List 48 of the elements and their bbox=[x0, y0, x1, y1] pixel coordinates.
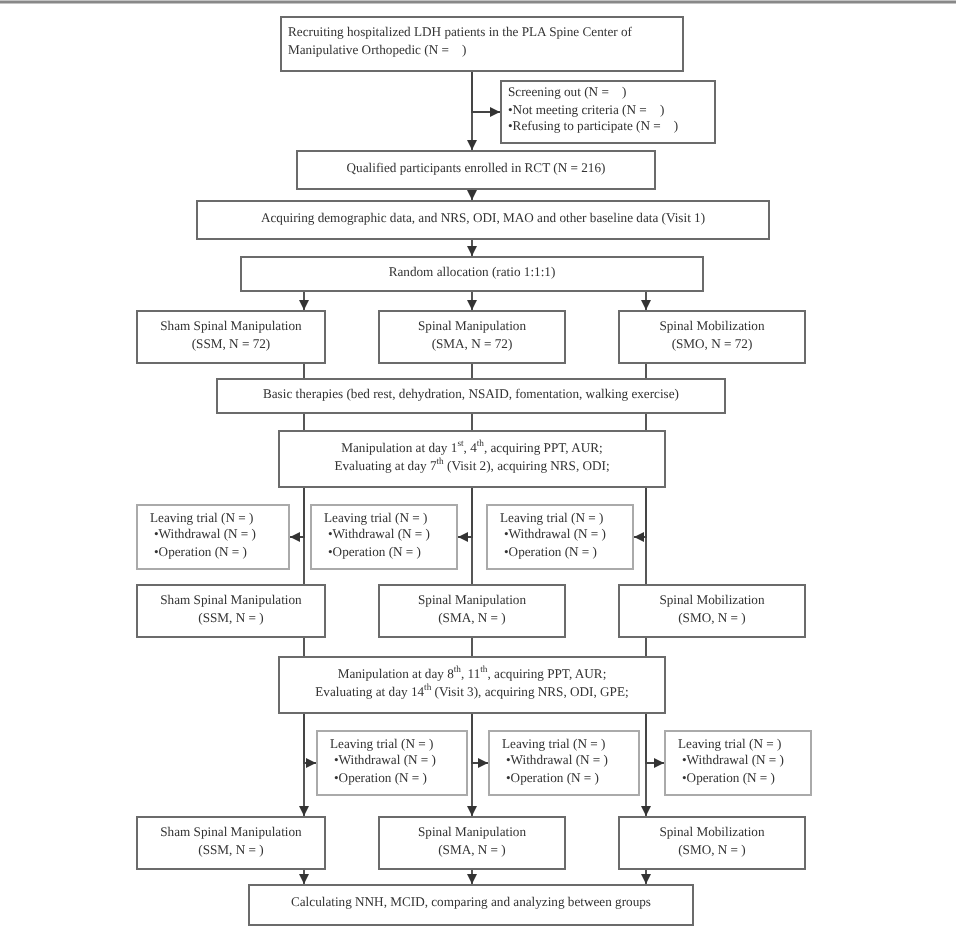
arrow bbox=[467, 239, 477, 257]
connector-line bbox=[645, 413, 647, 431]
dropout-box bbox=[316, 730, 468, 796]
process-box bbox=[136, 584, 326, 638]
process-box bbox=[378, 584, 566, 638]
dropout-box bbox=[486, 504, 634, 570]
process-box bbox=[248, 884, 694, 926]
arrow bbox=[467, 189, 477, 201]
process-box bbox=[136, 310, 326, 364]
arrow bbox=[289, 487, 305, 542]
process-box bbox=[280, 16, 684, 72]
arrow bbox=[457, 487, 473, 542]
arrow bbox=[633, 487, 647, 542]
connector-line bbox=[471, 363, 473, 379]
process-box bbox=[378, 816, 566, 870]
process-box bbox=[278, 430, 666, 488]
arrow bbox=[645, 713, 665, 768]
process-box bbox=[296, 150, 656, 190]
process-box bbox=[136, 816, 326, 870]
arrow bbox=[299, 869, 309, 885]
arrow bbox=[641, 869, 651, 885]
connector-line bbox=[471, 413, 473, 431]
process-box bbox=[618, 584, 806, 638]
process-box bbox=[500, 80, 716, 144]
process-box bbox=[378, 310, 566, 364]
dropout-box bbox=[310, 504, 458, 570]
arrow bbox=[303, 713, 317, 768]
connector-line bbox=[303, 363, 305, 379]
connector-line bbox=[645, 363, 647, 379]
connector-line bbox=[303, 637, 305, 657]
arrow bbox=[471, 71, 501, 117]
connector-line bbox=[303, 413, 305, 431]
process-box bbox=[216, 378, 726, 414]
arrow bbox=[471, 713, 489, 768]
process-box bbox=[196, 200, 770, 240]
process-box bbox=[278, 656, 666, 714]
arrow bbox=[467, 291, 477, 311]
dropout-box bbox=[664, 730, 812, 796]
process-box bbox=[240, 256, 704, 292]
arrow bbox=[467, 869, 477, 885]
connector-line bbox=[471, 637, 473, 657]
connector-line bbox=[645, 637, 647, 657]
dropout-box bbox=[136, 504, 290, 570]
arrow bbox=[641, 291, 651, 311]
process-box bbox=[618, 816, 806, 870]
arrow bbox=[299, 291, 309, 311]
process-box bbox=[618, 310, 806, 364]
dropout-box bbox=[488, 730, 640, 796]
